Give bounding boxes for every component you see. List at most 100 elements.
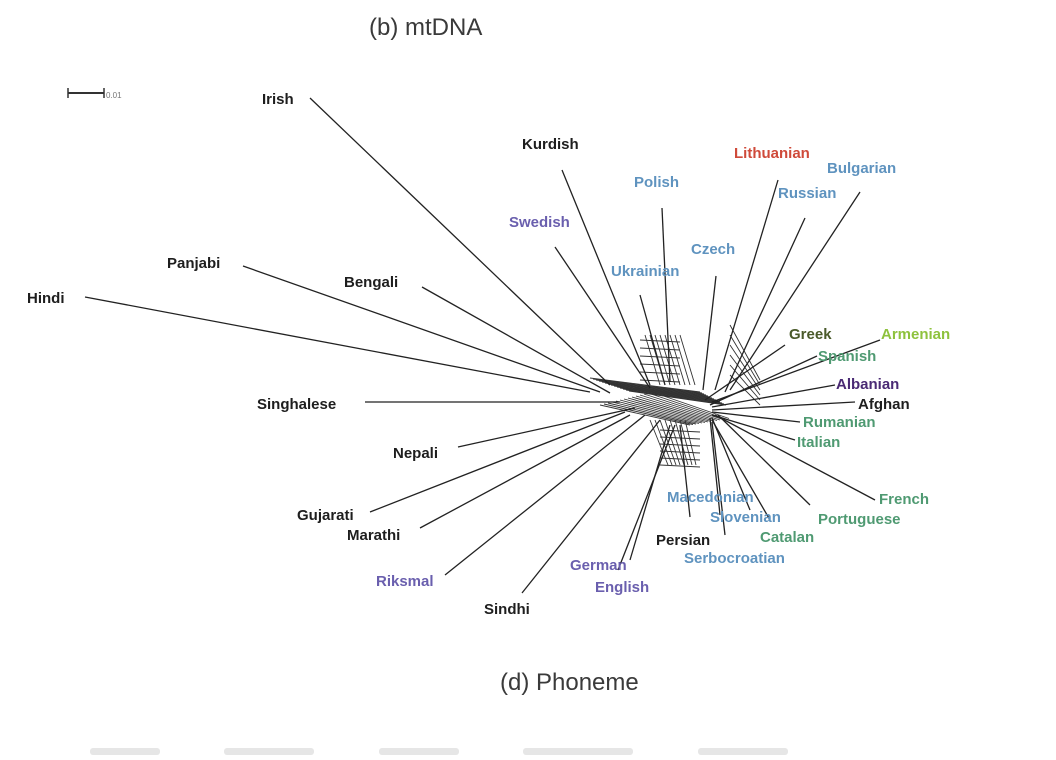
- taxon-label-macedonian: Macedonian: [667, 489, 754, 506]
- taxon-label-afghan: Afghan: [858, 396, 910, 413]
- core-split-line: [607, 402, 697, 425]
- faded-text-row: [90, 742, 890, 755]
- core-split-line: [616, 386, 719, 402]
- taxon-label-ukrainian: Ukrainian: [611, 263, 679, 280]
- scale-bar-label: 0.01: [106, 91, 122, 100]
- edge-gujarati: [369, 411, 626, 513]
- edge-riksmal: [444, 414, 646, 576]
- taxon-label-singhalese: Singhalese: [257, 396, 336, 413]
- taxon-label-lithuanian: Lithuanian: [734, 145, 810, 162]
- core-split-line: [659, 443, 701, 447]
- core-split-line: [659, 450, 701, 454]
- taxon-label-sindhi: Sindhi: [484, 601, 530, 618]
- core-split-line: [592, 378, 703, 394]
- core-split-line: [623, 398, 709, 423]
- taxon-label-english: English: [595, 579, 649, 596]
- core-split-line: [654, 334, 671, 386]
- core-split-line: [639, 379, 681, 383]
- taxon-label-polish: Polish: [634, 174, 679, 191]
- edge-afghan: [711, 401, 856, 411]
- edge-catalan: [711, 419, 771, 521]
- edge-bulgarian: [729, 191, 861, 391]
- taxon-label-czech: Czech: [691, 241, 735, 258]
- taxon-label-hindi: Hindi: [27, 290, 65, 307]
- edge-panjabi: [242, 265, 601, 393]
- core-split-line: [729, 334, 761, 386]
- mtdna-caption: (b) mtDNA: [369, 14, 483, 41]
- core-split-line: [615, 400, 703, 424]
- edge-persian: [679, 424, 691, 518]
- core-split-line: [604, 382, 711, 398]
- taxon-label-russian: Russian: [778, 185, 836, 202]
- core-split-line: [628, 390, 727, 406]
- edge-sindhi: [521, 419, 661, 594]
- taxon-label-italian: Italian: [797, 434, 840, 451]
- core-split-line: [611, 401, 700, 424]
- edge-german: [629, 424, 671, 561]
- taxon-label-german: German: [570, 557, 627, 574]
- core-split-line: [729, 354, 761, 396]
- core-split-line: [664, 419, 681, 466]
- edge-bengali: [421, 286, 611, 394]
- taxon-labels: IrishKurdishPolishLithuanianBulgarianRus…: [27, 91, 950, 618]
- core-split-line: [639, 347, 681, 351]
- edge-russian: [724, 217, 806, 393]
- taxon-label-bengali: Bengali: [344, 274, 398, 291]
- core-split-line: [639, 355, 681, 359]
- core-split-line: [679, 419, 693, 466]
- edge-english: [617, 424, 676, 571]
- edge-italian: [711, 414, 796, 441]
- core-split-line: [679, 334, 696, 386]
- core-split-line: [627, 397, 712, 422]
- edge-lithuanian: [714, 179, 779, 391]
- core-split-line: [619, 399, 706, 423]
- phoneme-caption: (d) Phoneme: [500, 669, 639, 696]
- taxon-label-spanish: Spanish: [818, 348, 876, 365]
- taxon-label-greek: Greek: [789, 326, 832, 343]
- taxon-label-slovenian: Slovenian: [710, 509, 781, 526]
- core-split-line: [649, 419, 669, 466]
- core-split-line: [613, 385, 717, 401]
- core-split-line: [729, 324, 761, 381]
- core-split-line: [659, 464, 701, 468]
- taxon-label-marathi: Marathi: [347, 527, 400, 544]
- taxon-label-french: French: [879, 491, 929, 508]
- core-split-line: [589, 377, 701, 393]
- taxon-label-swedish: Swedish: [509, 214, 570, 231]
- core-split-line: [625, 389, 725, 405]
- core-split-line: [659, 457, 701, 461]
- taxon-label-catalan: Catalan: [760, 529, 814, 546]
- edge-rumanian: [711, 411, 801, 423]
- scale-bar: 0.01: [67, 88, 122, 100]
- core-split-line: [669, 419, 685, 466]
- edge-albanian: [711, 384, 836, 408]
- core-split-line: [644, 334, 661, 386]
- core-split-line: [651, 391, 730, 419]
- edge-kurdish: [561, 169, 651, 386]
- taxon-label-portuguese: Portuguese: [818, 511, 901, 528]
- edge-ukrainian: [639, 294, 666, 386]
- edge-slovenian: [711, 417, 751, 511]
- network-core: [589, 324, 761, 468]
- edge-marathi: [419, 414, 631, 529]
- edge-hindi: [84, 296, 591, 393]
- core-split-line: [622, 388, 723, 404]
- core-split-line: [654, 419, 673, 466]
- edge-greek: [704, 344, 786, 401]
- core-split-line: [643, 393, 724, 420]
- taxon-label-rumanian: Rumanian: [803, 414, 876, 431]
- core-split-line: [603, 403, 694, 425]
- core-split-line: [607, 383, 713, 399]
- taxon-label-gujarati: Gujarati: [297, 507, 354, 524]
- taxon-label-panjabi: Panjabi: [167, 255, 220, 272]
- taxon-label-persian: Persian: [656, 532, 710, 549]
- core-split-line: [635, 395, 718, 421]
- edge-portuguese: [717, 414, 811, 506]
- edge-macedonian: [709, 417, 721, 516]
- core-split-line: [639, 339, 681, 343]
- taxon-label-riksmal: Riksmal: [376, 573, 434, 590]
- core-split-line: [631, 396, 715, 422]
- taxon-label-bulgarian: Bulgarian: [827, 160, 896, 177]
